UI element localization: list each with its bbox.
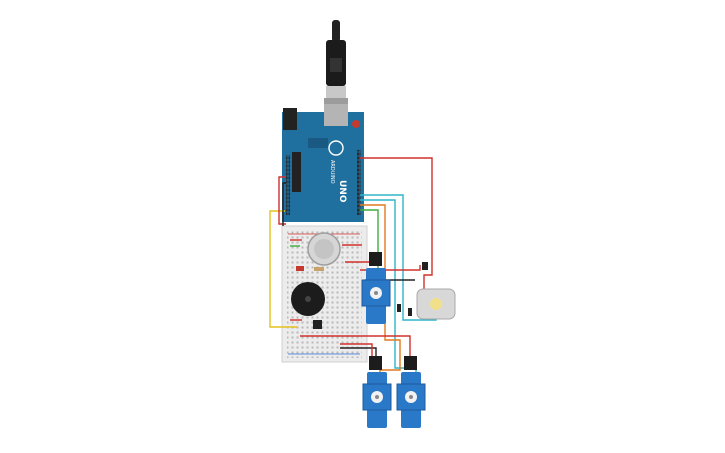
wire-black-left [282, 182, 286, 226]
wire-yellow [269, 210, 298, 328]
power-jack [283, 108, 297, 130]
arduino-uno[interactable]: UNO ARDUINO [282, 104, 364, 222]
led[interactable] [296, 266, 304, 271]
resistor[interactable] [314, 267, 324, 271]
wire-green-1 [360, 209, 379, 270]
wire-cyan-2 [360, 199, 417, 377]
board-model-label: UNO [337, 180, 347, 203]
servo-3[interactable] [396, 356, 426, 428]
arduino-board [282, 112, 364, 222]
connector-1 [397, 304, 401, 312]
reset-button[interactable] [352, 120, 360, 128]
header-right [357, 150, 361, 215]
servo-1[interactable] [361, 252, 391, 324]
connector-2 [408, 308, 412, 316]
atmega-chip [292, 152, 301, 192]
dc-motor[interactable] [416, 262, 456, 320]
wire-red-motor [360, 157, 433, 290]
board-logo-label: ARDUINO [329, 160, 335, 184]
wire-red-bottom [300, 335, 411, 360]
piezo-buzzer[interactable] [291, 282, 325, 316]
gas-sensor[interactable] [307, 232, 341, 266]
servo-2[interactable] [362, 356, 392, 428]
pushbutton[interactable] [313, 320, 322, 329]
usb-port [324, 104, 348, 126]
header-left [286, 155, 290, 215]
wire-red-bottom2 [340, 343, 373, 360]
